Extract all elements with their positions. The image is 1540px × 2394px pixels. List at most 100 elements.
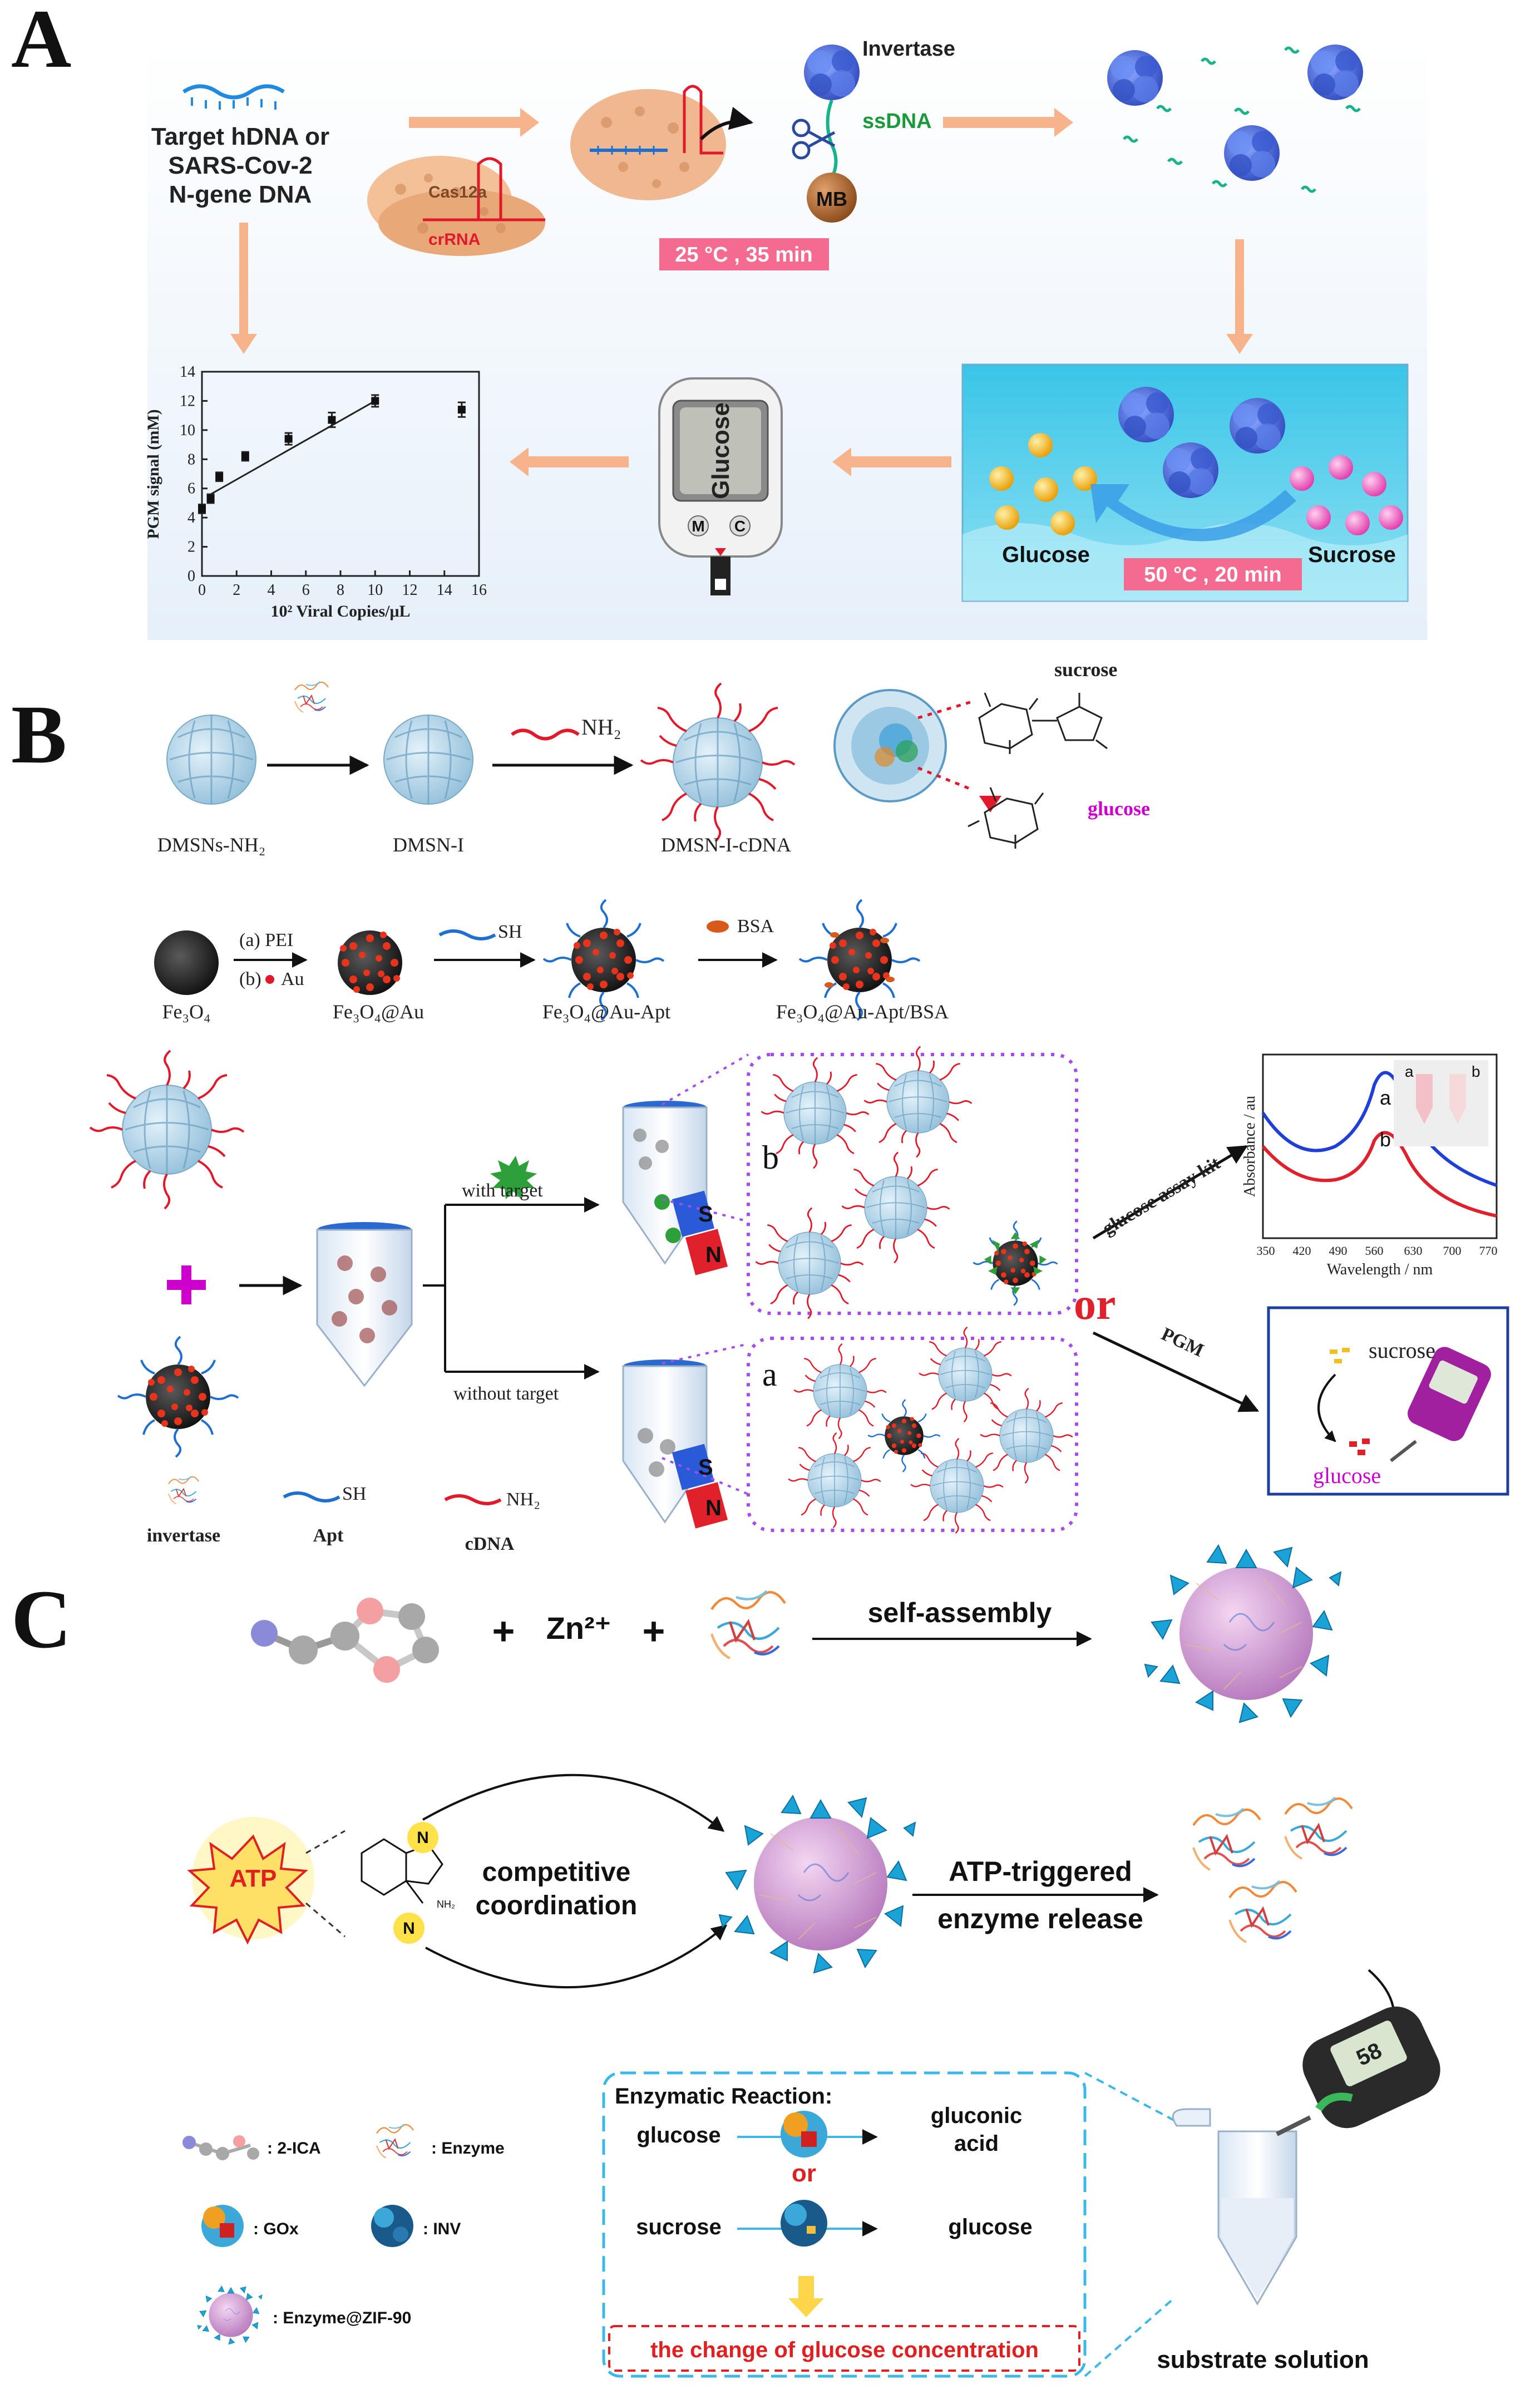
competitive-line-1: competitive — [482, 1858, 631, 1887]
panel-a: A Target hDNA or SARS-Cov-2 N-gene DNA — [11, 0, 1427, 640]
legend-inv-icon — [371, 2205, 413, 2247]
enzymatic-title: Enzymatic Reaction: — [615, 2084, 832, 2109]
legend-apt-icon — [283, 1491, 340, 1503]
sh-label: SH — [498, 922, 522, 942]
meter-screen-label: Glucose — [707, 402, 734, 499]
box-with-target — [747, 1053, 1078, 1315]
au-label: Au — [281, 969, 304, 989]
legend-nh2: NH₂ — [506, 1489, 540, 1510]
zoom-sphere — [833, 689, 1001, 812]
legend-ica-icon — [182, 2135, 259, 2160]
spectrum-curve-b — [1261, 1131, 1497, 1218]
legend-cdna: cDNA — [465, 1534, 515, 1554]
x-tick-label: 12 — [402, 582, 418, 599]
release-line-2: enzyme release — [937, 1903, 1143, 1934]
step-label-2: DMSN-I — [393, 834, 464, 856]
spectrum-tick: 700 — [1443, 1244, 1462, 1258]
self-assembly-label: self-assembly — [868, 1597, 1052, 1628]
sucrose-structure-label: sucrose — [1054, 658, 1117, 681]
fe-label-3: Fe₃O₄@Au-Apt — [542, 1001, 670, 1023]
spectrum-tick: 490 — [1329, 1244, 1348, 1258]
arc-arrow-bottom — [425, 1924, 728, 1989]
arrow-to-pgm — [1092, 1331, 1260, 1412]
spectrum-x-label: Wavelength / nm — [1327, 1261, 1433, 1278]
step-label-3: DMSN-I-cDNA — [661, 834, 791, 856]
plus-icon — [167, 1265, 206, 1304]
y-tick-label: 2 — [187, 539, 195, 556]
target-label-line-3: N-gene DNA — [169, 181, 312, 208]
pgm-glucose-label: glucose — [1313, 1463, 1381, 1488]
chart-marks — [198, 394, 466, 514]
reaction2-right: glucose — [948, 2215, 1032, 2239]
crrna-label: crRNA — [428, 230, 480, 249]
sucrose-structure — [978, 692, 1108, 754]
inv-enzyme — [781, 2200, 827, 2247]
atp-burst — [187, 1817, 314, 1945]
bsa-label: BSA — [737, 916, 774, 937]
enzyme-structure — [712, 1591, 785, 1658]
pei-label: (a) PEI — [239, 930, 293, 950]
data-point — [284, 435, 293, 443]
dmsn-i — [383, 714, 474, 805]
glucose-label: Glucose — [1002, 543, 1090, 567]
chart-x-label: 10² Viral Copies/μL — [270, 602, 410, 620]
process-arrows — [230, 108, 1253, 476]
tube-zoom-lines — [1084, 2072, 1175, 2377]
nh2-label: NH₂ — [581, 715, 621, 740]
legend-sh: SH — [342, 1484, 366, 1504]
spectrum-curve-label-b: b — [1380, 1128, 1391, 1151]
fe3o4-au — [338, 930, 402, 995]
x-tick-label: 0 — [198, 582, 206, 599]
bsa-coating — [825, 932, 895, 988]
glucose-meter — [658, 377, 783, 595]
y-tick-label: 14 — [180, 363, 195, 381]
scissors-icon — [792, 119, 836, 160]
mixing-tube — [316, 1222, 413, 1387]
box-b-letter: b — [762, 1139, 779, 1176]
arrow-a-left-1 — [832, 447, 951, 476]
fe-label-1: Fe₃O₄ — [162, 1001, 210, 1023]
legend-gox: : GOx — [253, 2220, 299, 2238]
legend-enzyme: : Enzyme — [431, 2139, 505, 2157]
spectrum-ticks: 350 420 490 560 630 700 770 — [1257, 1244, 1498, 1258]
absorbance-spectrum — [1261, 1053, 1498, 1239]
arrow-a-left-2 — [510, 447, 629, 476]
data-point — [328, 416, 336, 424]
panel-letter-b: B — [11, 688, 67, 781]
spectrum-tick: 770 — [1479, 1244, 1498, 1258]
aptamer-icon — [438, 929, 496, 940]
invertase-protein — [804, 45, 860, 100]
cas12a-activated-complex — [570, 85, 754, 200]
au-step-label: (b) — [239, 969, 261, 989]
glucose-molecules — [989, 433, 1097, 535]
target-dna-icon — [182, 84, 285, 110]
magnet-n-1: N — [705, 1243, 722, 1267]
dmsn-nh2 — [166, 714, 257, 805]
x-tick-label: 8 — [337, 582, 344, 599]
glucose-meter-c — [1276, 2006, 1440, 2136]
plus-1: + — [492, 1609, 515, 1653]
panel-b: B DMSNs-NH₂ DMSN-I NH₂ DMSN-I-cDNA sucro… — [11, 658, 1509, 1554]
legend-zif-icon — [197, 2285, 263, 2345]
dmsn-i-cdna — [641, 683, 794, 841]
arrow-to-spectrum — [1092, 1145, 1248, 1240]
legend-apt: Apt — [313, 1525, 344, 1546]
arrow-a-1 — [409, 108, 539, 137]
condition-1: 25 °C , 35 min — [675, 243, 813, 267]
data-point — [215, 472, 224, 481]
y-tick-label: 8 — [187, 451, 195, 468]
zoom-lines-a — [662, 1343, 749, 1495]
legend-ica: : 2-ICA — [267, 2139, 321, 2157]
ssdna-label: ssDNA — [862, 110, 932, 133]
y-tick-label: 10 — [180, 422, 195, 439]
legend-gox-icon — [201, 2205, 244, 2247]
meter-button-c: C — [734, 518, 746, 535]
substrate-tube — [1172, 2108, 1297, 2306]
data-point — [206, 495, 215, 503]
invertase-small-icon — [294, 681, 329, 713]
glucose-structure — [968, 787, 1044, 849]
target-icon — [490, 1156, 537, 1199]
reaction-or-label: or — [792, 2160, 816, 2187]
